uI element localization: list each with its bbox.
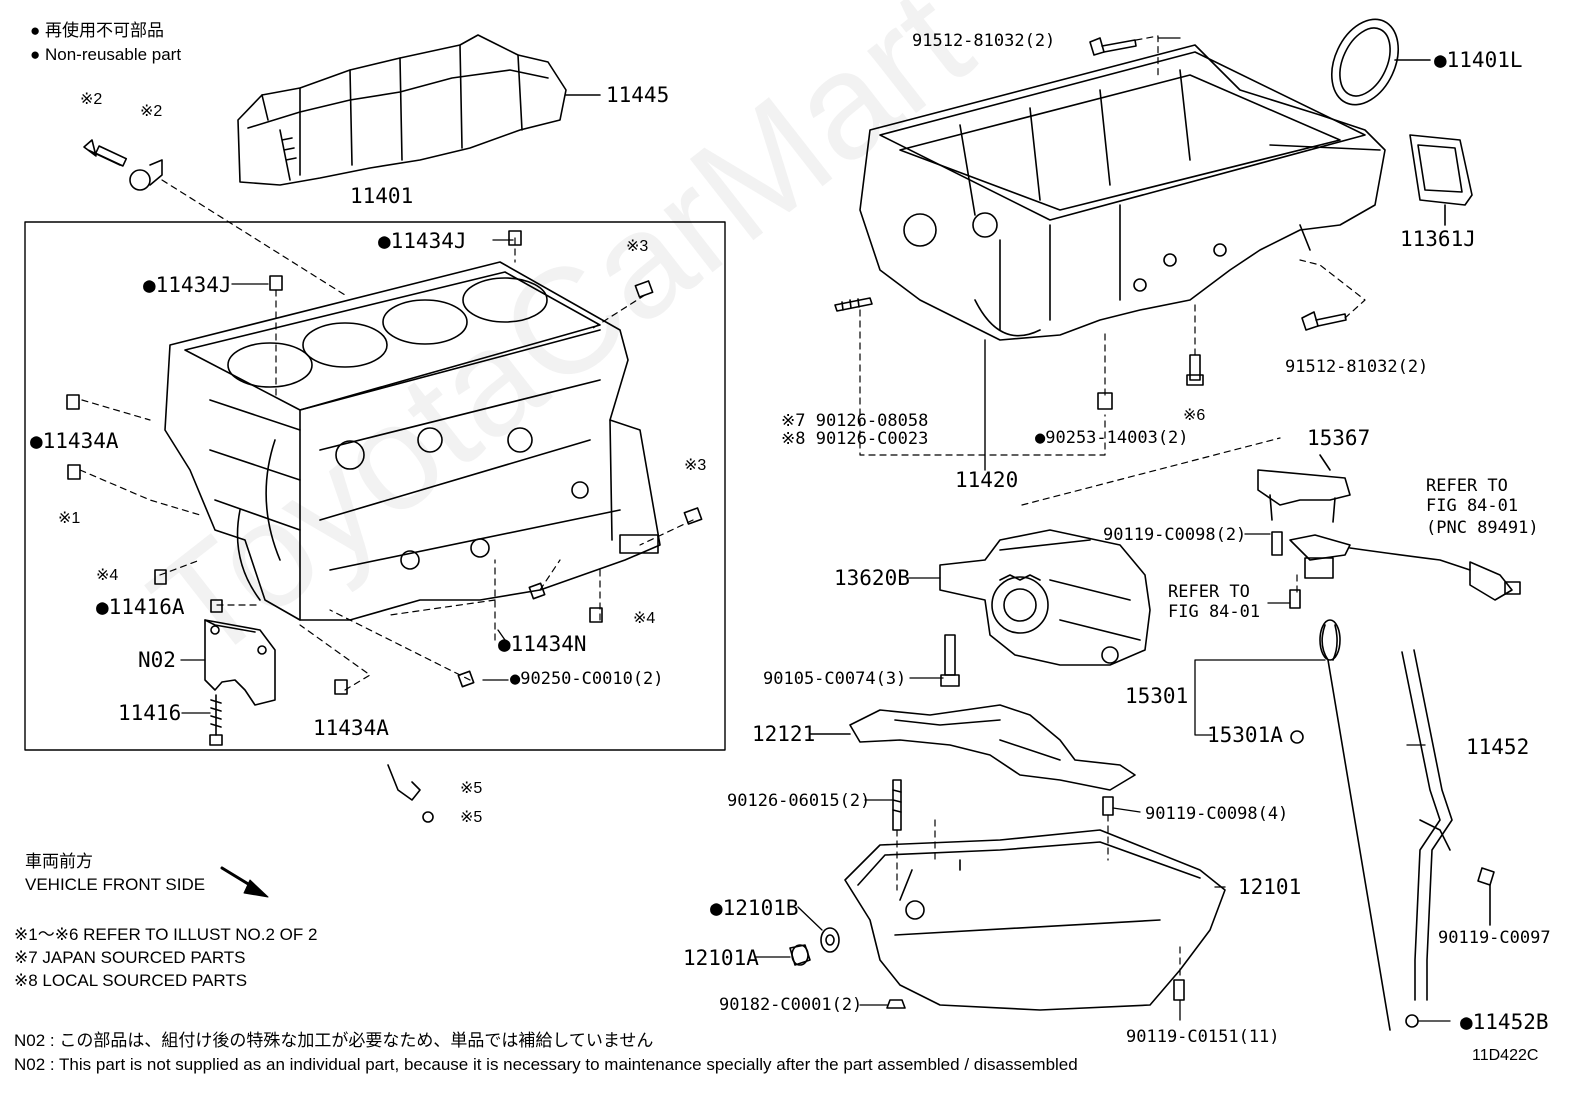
label-11452b[interactable]: ●11452B	[1460, 1010, 1549, 1034]
label-91512-81032-right[interactable]: 91512-81032(2)	[1285, 357, 1429, 377]
bolt-91512-top	[1089, 37, 1137, 56]
front-side-en: VEHICLE FRONT SIDE	[25, 875, 206, 894]
bolt-91512-right	[1301, 311, 1347, 331]
nut-90182	[886, 999, 906, 1009]
refer-fig-84-01-a-line3: (PNC 89491)	[1426, 518, 1539, 538]
bolt-and-bushing-mark2	[83, 139, 163, 191]
note-n02-jp: N02 : この部品は、組付け後の特殊な加工が必要なため、単品では補給していませ…	[14, 1031, 654, 1050]
label-90119-c0098-2[interactable]: 90119-C0098(2)	[1103, 525, 1247, 545]
label-11434a-left[interactable]: ●11434A	[30, 429, 119, 453]
label-90253-14003[interactable]: ●90253-14003(2)	[1035, 428, 1189, 448]
label-90105-c0074[interactable]: 90105-C0074(3)	[763, 669, 907, 689]
label-15301[interactable]: 15301	[1125, 684, 1189, 708]
label-90126-08058[interactable]: ※7 90126-08058	[781, 411, 929, 431]
mark-5-b: ※5	[460, 809, 483, 826]
refer-fig-84-01-b-line1: REFER TO	[1168, 582, 1250, 602]
label-11434j-left[interactable]: ●11434J	[143, 273, 232, 297]
label-91512-81032-top[interactable]: 91512-81032(2)	[912, 31, 1056, 51]
label-15301a[interactable]: 15301A	[1207, 723, 1283, 747]
bolt-refer-fig	[1289, 589, 1301, 609]
refer-fig-84-01-b-line2: FIG 84-01	[1168, 602, 1261, 622]
label-11434j-top[interactable]: ●11434J	[378, 229, 467, 253]
refer-fig-84-01-a-line2: FIG 84-01	[1426, 496, 1519, 516]
mark-2-a: ※2	[80, 91, 103, 108]
bracket-15367	[1257, 469, 1351, 523]
label-15367[interactable]: 15367	[1307, 426, 1371, 450]
mark-4-b: ※4	[633, 610, 656, 627]
bolt-11416	[209, 694, 223, 746]
bolt-90119-c0098-2	[1271, 531, 1283, 556]
dowel-pins	[66, 230, 703, 695]
mark-6: ※6	[1183, 407, 1206, 424]
label-12121[interactable]: 12121	[752, 722, 816, 746]
note-refer-illust: ※1～※6 REFER TO ILLUST NO.2 OF 2	[14, 925, 318, 944]
vehicle-front-arrow	[220, 866, 269, 898]
stud-90126-06015	[892, 779, 902, 831]
label-90250-c0010[interactable]: ●90250-C0010(2)	[510, 669, 664, 689]
washer-12101b	[820, 927, 840, 953]
label-90119-c0151[interactable]: 90119-C0151(11)	[1126, 1027, 1280, 1047]
bolt-90119-c0098-4	[1102, 796, 1114, 816]
oil-pump-13620b	[939, 529, 1151, 666]
dipstick-guide-11452	[1401, 649, 1453, 1001]
stud-90126-08058	[834, 297, 873, 312]
oil-pan-12101	[844, 829, 1226, 1011]
front-side-jp: 車両前方	[25, 852, 93, 871]
label-11452[interactable]: 11452	[1466, 735, 1530, 759]
label-11401l[interactable]: ●11401L	[1434, 48, 1523, 72]
refer-fig-84-01-a-line1: REFER TO	[1426, 476, 1508, 496]
mark-3-a: ※3	[626, 238, 649, 255]
bolt-90119-c0097	[1477, 867, 1495, 926]
mark-2-b: ※2	[140, 103, 163, 120]
figure-id: 11D422C	[1472, 1047, 1539, 1064]
label-11416a[interactable]: ●11416A	[96, 595, 185, 619]
bracket-mark5	[387, 764, 434, 823]
drain-plug-12101a	[789, 944, 811, 966]
stiffener-11420-shape	[859, 44, 1386, 341]
note-local-sourced: ※8 LOCAL SOURCED PARTS	[14, 971, 248, 990]
bolt-mark6	[1186, 354, 1204, 386]
mark-4-a: ※4	[96, 567, 119, 584]
legend-line-jp: ● 再使用不可部品	[30, 21, 164, 40]
label-90182-c0001[interactable]: 90182-C0001(2)	[719, 995, 863, 1015]
label-11434n[interactable]: ●11434N	[498, 632, 587, 656]
label-11445[interactable]: 11445	[606, 83, 670, 107]
label-11401[interactable]: 11401	[350, 184, 414, 208]
bolt-90119-c0151	[1173, 979, 1185, 1001]
label-n02[interactable]: N02	[138, 648, 176, 672]
label-13620b[interactable]: 13620B	[834, 566, 910, 590]
label-11416[interactable]: 11416	[118, 701, 182, 725]
bearing-cap-n02	[204, 619, 276, 706]
dipstick-15301	[1319, 619, 1391, 1031]
mark-1: ※1	[58, 510, 81, 527]
bolt-90105	[940, 634, 960, 687]
label-90119-c0098-4[interactable]: 90119-C0098(4)	[1145, 804, 1289, 824]
label-11361j[interactable]: 11361J	[1400, 227, 1476, 251]
gasket-11361j	[1409, 134, 1473, 206]
baffle-plate-12121	[849, 704, 1136, 791]
note-n02-en: N02 : This part is not supplied as an in…	[14, 1055, 1078, 1074]
label-12101[interactable]: 12101	[1238, 875, 1302, 899]
cylinder-block-group-box	[24, 221, 726, 751]
note-japan-sourced: ※7 JAPAN SOURCED PARTS	[14, 948, 246, 967]
mark-5-a: ※5	[460, 780, 483, 797]
label-90119-c0097[interactable]: 90119-C0097	[1438, 928, 1551, 948]
legend-line-en: ● Non-reusable part	[30, 45, 182, 64]
oil-seal-11401l	[1331, 18, 1399, 106]
label-11420[interactable]: 11420	[955, 468, 1019, 492]
label-11434a-bottom[interactable]: 11434A	[313, 716, 389, 740]
mark-3-b: ※3	[684, 457, 707, 474]
label-12101b[interactable]: ●12101B	[710, 896, 799, 920]
o-ring-11452b	[1405, 1014, 1419, 1028]
cover-11445-shape	[237, 34, 567, 186]
cylinder-block-shape	[164, 261, 661, 621]
oil-level-sensor	[1289, 534, 1521, 601]
label-12101a[interactable]: 12101A	[683, 946, 759, 970]
label-90126-c0023[interactable]: ※8 90126-C0023	[781, 429, 929, 449]
label-90126-06015[interactable]: 90126-06015(2)	[727, 791, 871, 811]
